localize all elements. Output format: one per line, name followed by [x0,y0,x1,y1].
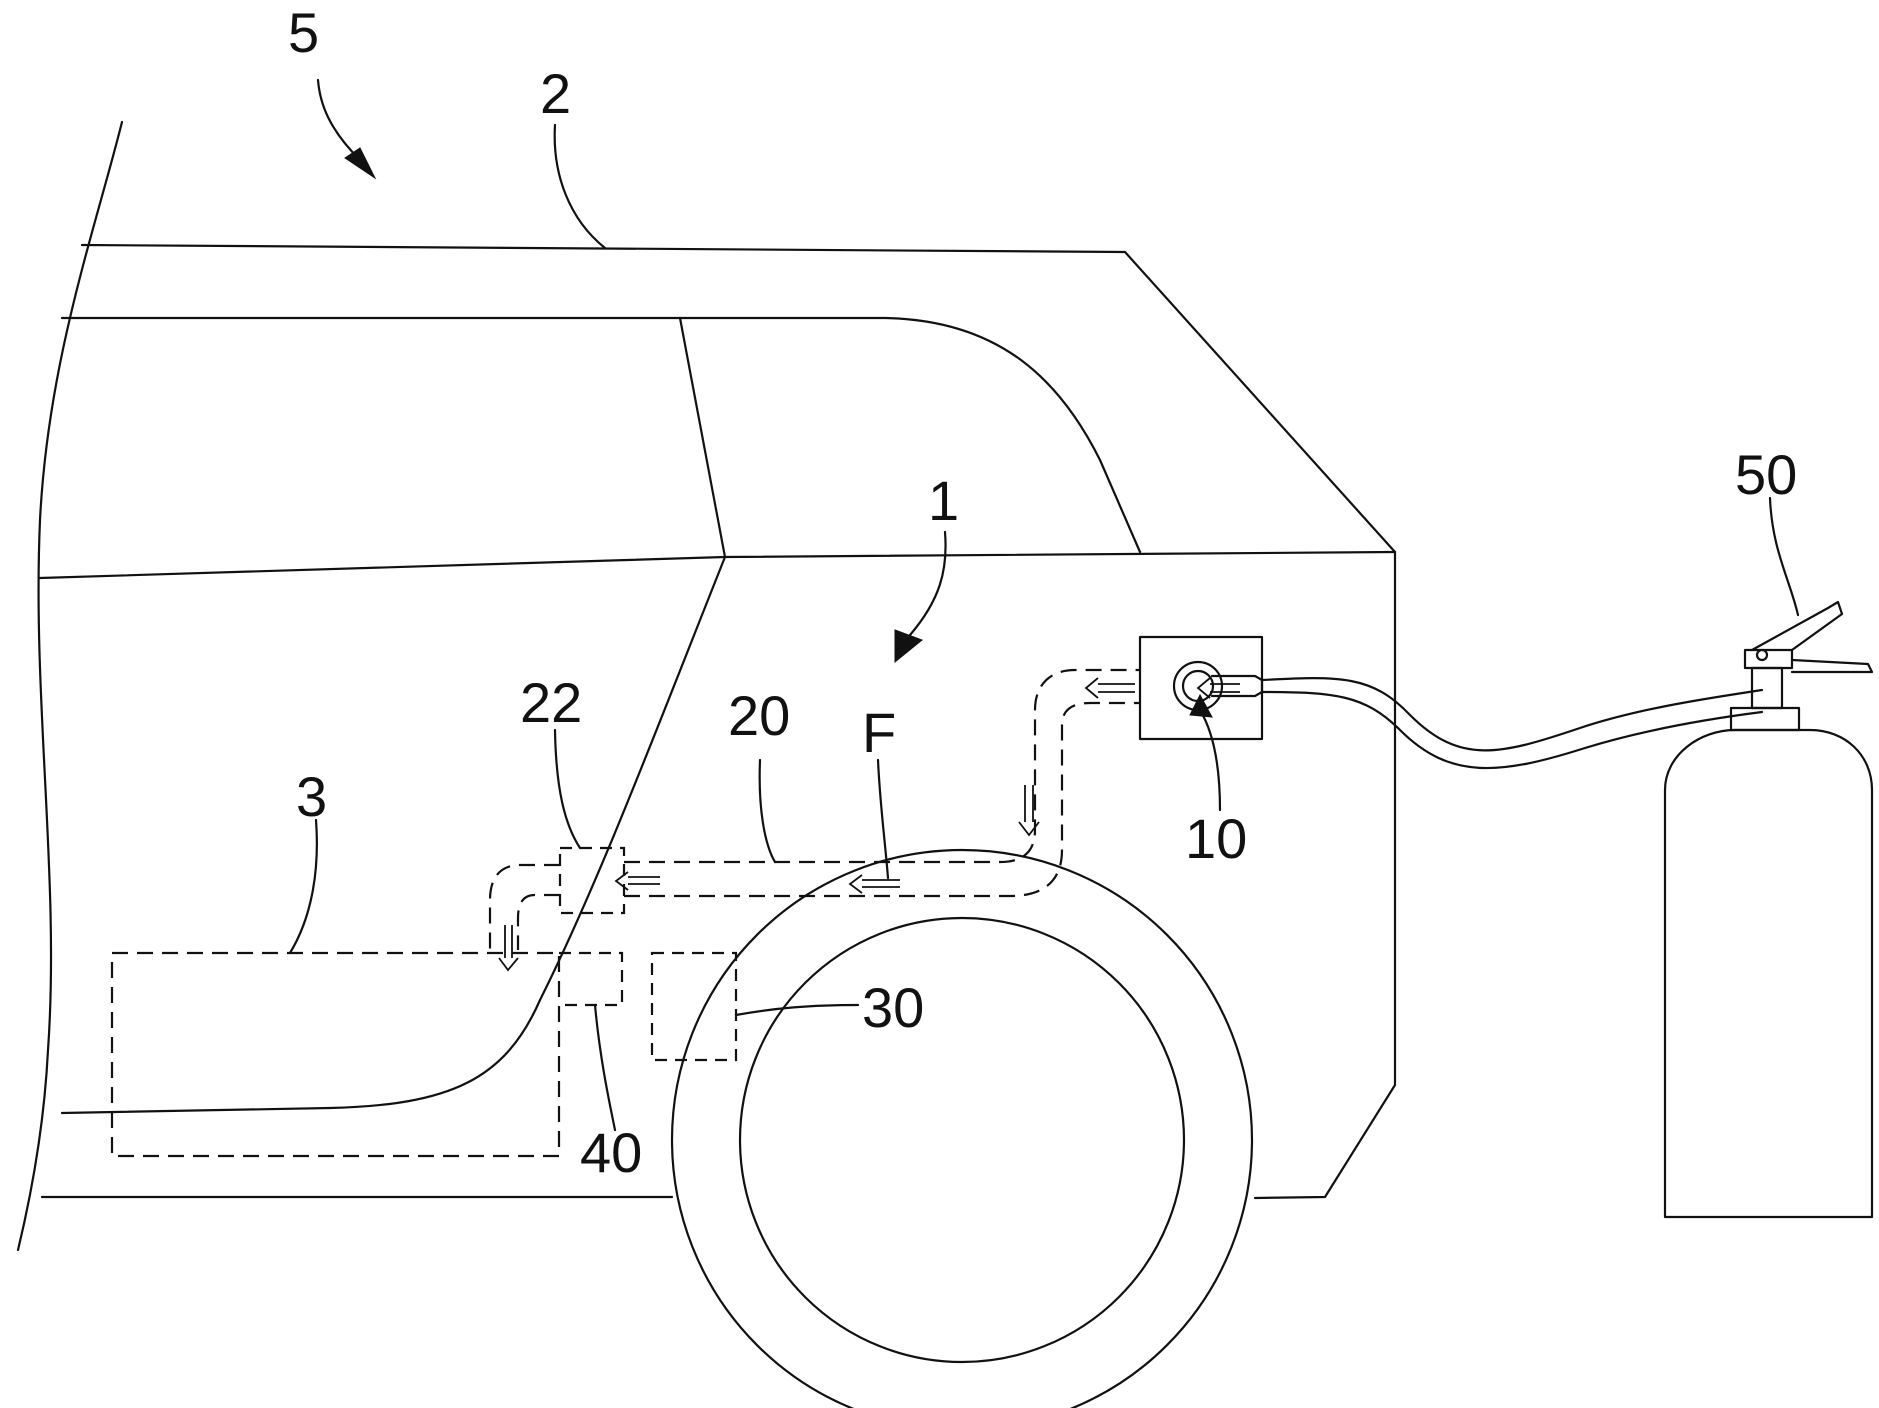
cylinder-body [1665,730,1872,1217]
door-edge-line [62,557,725,1113]
label-sensor: 40 [580,1121,642,1184]
label-flow: F [862,701,896,764]
module-box [1140,637,1262,739]
leader-lines [290,80,1798,1130]
label-source: 50 [1735,443,1797,506]
wheel [672,850,1252,1408]
label-system: 1 [928,469,959,532]
label-tank: 3 [296,765,327,828]
vehicle-body [18,122,1395,1250]
valve-box [560,848,624,913]
gas-cylinder [1665,602,1872,1217]
quarter-panel-line [1255,552,1395,1198]
label-vehicle: 5 [288,1,319,64]
rear-cut-line [18,122,122,1250]
label-controller: 30 [862,976,924,1039]
window-top-line [62,318,1140,552]
pillar-line [680,318,725,557]
reference-numerals: 5 2 1 3 22 20 F 10 30 40 50 [288,1,1797,1184]
roof-line [82,245,1395,552]
charging-module [1140,637,1262,739]
label-valve: 22 [520,671,582,734]
label-body: 2 [540,62,571,125]
tire-outer [672,850,1252,1408]
cylinder-valve [1752,668,1782,708]
sensor-box [559,953,622,1005]
tire-inner [740,918,1184,1362]
label-module: 10 [1185,807,1247,870]
tank-box [112,953,559,1156]
pipe [490,670,1140,950]
hose [1262,678,1762,768]
label-pipe: 20 [728,684,790,747]
cylinder-collar [1731,708,1799,730]
controller-box [652,953,736,1060]
